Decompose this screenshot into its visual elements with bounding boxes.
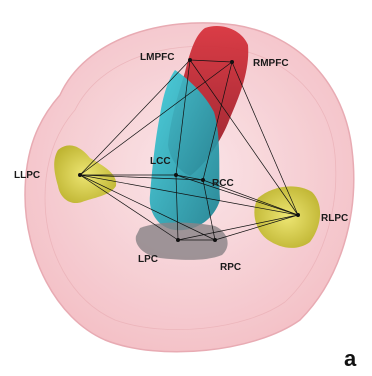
node-rcc <box>201 178 205 182</box>
label-llpc: LLPC <box>14 170 40 181</box>
label-rpc: RPC <box>220 262 241 273</box>
node-rlpc <box>296 213 300 217</box>
label-rlpc: RLPC <box>321 213 348 224</box>
node-lpc <box>176 238 180 242</box>
label-lpc: LPC <box>138 254 158 265</box>
label-rmpfc: RMPFC <box>253 58 289 69</box>
panel-letter: a <box>344 346 357 371</box>
node-rpc <box>213 238 217 242</box>
node-lmpfc <box>188 58 192 62</box>
label-rcc: RCC <box>212 178 234 189</box>
label-lmpfc: LMPFC <box>140 52 174 63</box>
node-rmpfc <box>230 60 234 64</box>
node-llpc <box>78 173 82 177</box>
label-lcc: LCC <box>150 156 171 167</box>
node-lcc <box>174 173 178 177</box>
